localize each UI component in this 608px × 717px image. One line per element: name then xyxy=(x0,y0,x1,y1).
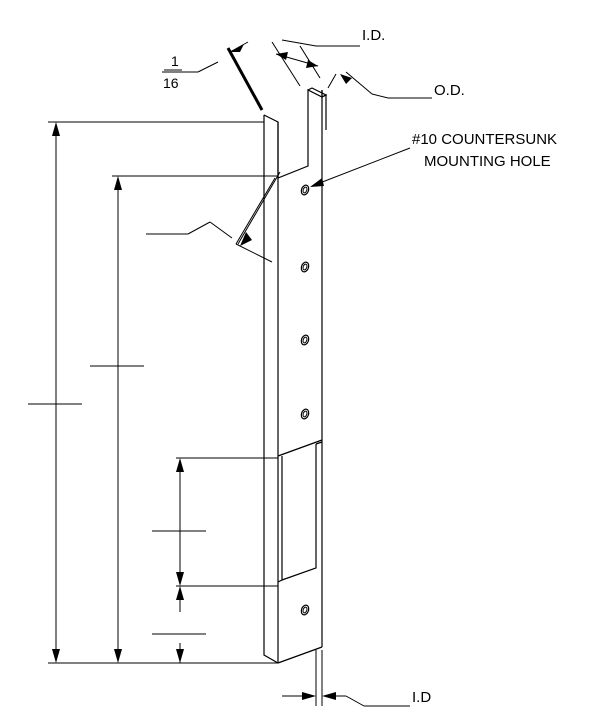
fraction-denominator: 16 xyxy=(163,75,179,91)
outer-diameter-label: O.D. xyxy=(434,82,465,99)
mounting-hole xyxy=(300,261,310,273)
inner-diameter-bottom-label: I.D xyxy=(412,689,431,706)
mounting-hole xyxy=(300,408,310,420)
callout-line-2: MOUNTING HOLE xyxy=(424,153,551,170)
fraction-numerator: 1 xyxy=(171,53,179,69)
mounting-hole xyxy=(300,184,310,196)
mounting-holes xyxy=(300,184,310,616)
inner-diameter-top-label: I.D. xyxy=(362,27,385,44)
bottom-inner-diameter-dimension: I.D xyxy=(282,650,431,707)
strike-body xyxy=(263,87,328,664)
thickness-dimension: 1 16 xyxy=(162,41,264,111)
mounting-hole xyxy=(300,334,310,346)
mounting-hole xyxy=(300,604,310,616)
overall-height-dimension xyxy=(28,121,278,664)
callout-line-1: #10 COUNTERSUNK xyxy=(412,131,557,148)
pocket-dimensions xyxy=(152,457,278,663)
lip-angle-dimension xyxy=(146,171,281,263)
outer-diameter-dimension: O.D. xyxy=(327,71,465,99)
top-inner-diameter-dimension: I.D. xyxy=(271,27,385,87)
countersunk-callout: #10 COUNTERSUNK MOUNTING HOLE xyxy=(310,131,557,187)
slot-to-bottom-dimension xyxy=(90,175,278,663)
